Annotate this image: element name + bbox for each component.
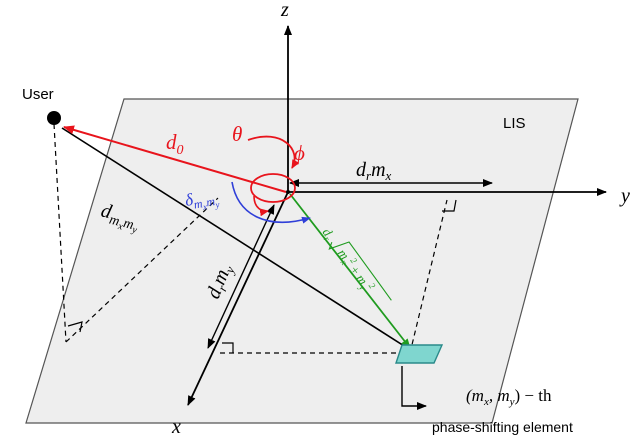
dr-mx-label: drmx	[356, 159, 392, 183]
phi-ellipse	[250, 173, 296, 203]
element-index-formula: (mx, my) − th	[466, 386, 552, 408]
element-caption: phase-shifting element	[432, 419, 573, 435]
origin-point	[286, 190, 290, 194]
projection-dashed	[65, 197, 219, 343]
delta-arc	[231, 181, 311, 224]
phi-label: ϕ	[294, 141, 305, 165]
d0-label: d0	[166, 130, 184, 158]
theta-label: θ	[232, 122, 242, 146]
y-axis-label: y	[619, 185, 630, 207]
right-angle-marker-left	[67, 321, 83, 333]
user-drop-dashed	[53, 123, 67, 343]
z-axis-label: z	[280, 0, 289, 21]
dr-my-arrow	[207, 204, 275, 349]
theta-arc	[247, 135, 300, 169]
right-angle-marker-right	[442, 199, 457, 212]
user-point	[47, 111, 61, 125]
x-axis-label: x	[171, 416, 181, 438]
sqrt-sign	[328, 241, 392, 301]
d0-arrow	[63, 125, 287, 193]
phi-arc-arrow	[253, 195, 269, 217]
lis-label: LIS	[503, 115, 526, 132]
element-callout-line	[401, 366, 427, 410]
user-label: User	[22, 86, 54, 103]
dmxmy-label: dmxmy	[97, 200, 142, 237]
phase-shifting-element	[395, 344, 444, 364]
